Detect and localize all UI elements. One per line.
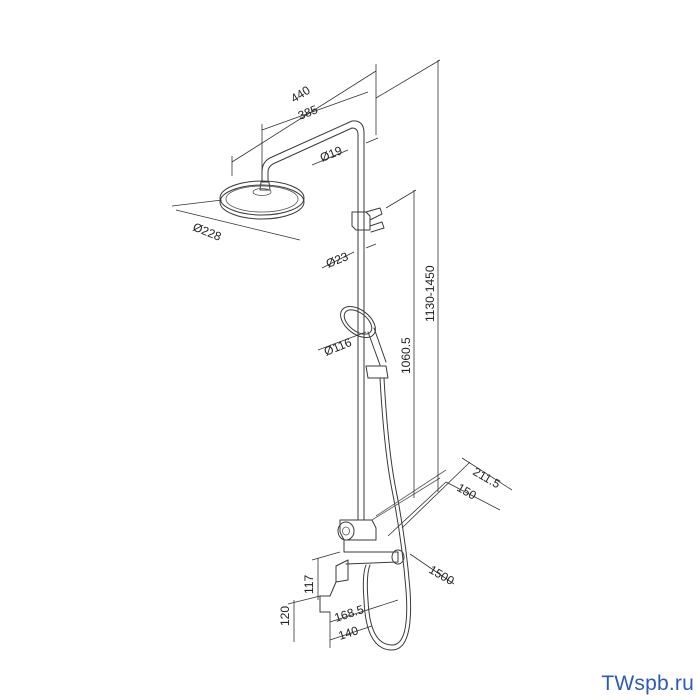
hand-shower — [340, 305, 389, 379]
shower-rod — [357, 132, 365, 521]
dim-150: 150 — [387, 480, 501, 537]
dim-120: 120 — [278, 595, 321, 642]
dim-150-label: 150 — [455, 480, 480, 502]
dim-440-label: 440 — [288, 83, 313, 106]
dim-1060-label: 1060.5 — [399, 337, 413, 374]
watermark: TWspb.ru — [601, 672, 694, 695]
dim-385-label: 385 — [296, 102, 320, 123]
dim-140: 140 — [329, 612, 373, 648]
dim-o23-label: Ø23 — [324, 249, 351, 271]
mixer-body — [319, 519, 405, 613]
dim-1500: 1500 — [409, 553, 457, 588]
dim-168-label: 168.5 — [333, 602, 366, 625]
dim-117: 117 — [302, 551, 341, 600]
slider-holder — [351, 207, 385, 233]
dim-o116-label: Ø116 — [322, 335, 354, 359]
dim-1130-1450: 1130-1450 — [375, 59, 441, 492]
overhead-arm — [259, 120, 365, 191]
dim-o19-label: Ø19 — [318, 143, 345, 165]
dim-385: 385 — [261, 91, 369, 175]
shower-hose — [362, 377, 412, 651]
dim-117-label: 117 — [302, 575, 316, 594]
dim-1060: 1060.5 — [385, 189, 417, 498]
dim-o228-label: Ø228 — [191, 220, 224, 244]
dim-211-label: 211.5 — [471, 464, 504, 491]
dim-120-label: 120 — [278, 606, 292, 626]
rain-shower-head — [219, 180, 305, 220]
dim-1500-label: 1500 — [427, 562, 457, 588]
dim-o228: Ø228 — [171, 199, 301, 244]
dim-1130-label: 1130-1450 — [423, 265, 437, 322]
dim-140-label: 140 — [337, 623, 361, 643]
dim-o23: Ø23 — [321, 243, 377, 271]
